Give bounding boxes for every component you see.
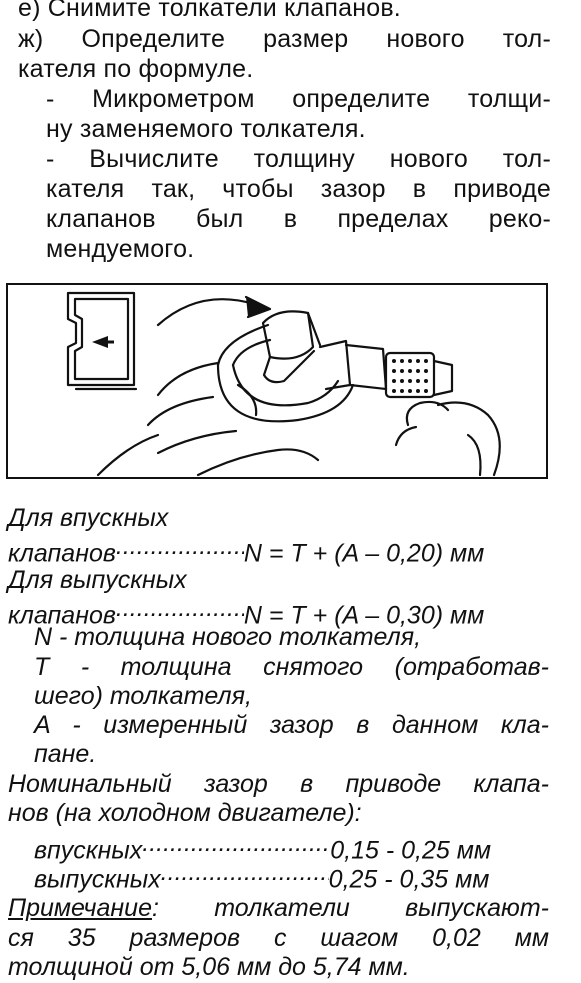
intake-formula-row: клапанов..............................N …	[8, 532, 549, 569]
step-e: е) Снимите толкатели клапанов.	[18, 0, 401, 22]
substep-2-line-2: кателя так, чтобы зазор в приводе	[46, 175, 551, 203]
thimble-knurl	[392, 359, 428, 393]
note-line-3: толщиной от 5,06 мм до 5,74 мм.	[8, 953, 410, 981]
step-zh-line-1: ж) Определите размер нового тол-	[18, 25, 551, 53]
intake-formula: N = T + (A – 0,20) мм	[243, 539, 485, 568]
exhaust-label-line-1: Для выпускных	[8, 566, 187, 594]
intake-label-line-1: Для впускных	[8, 504, 169, 532]
legend-a-line-2: пане.	[34, 740, 97, 768]
nominal-line-2: нов (на холодном двигателе):	[8, 799, 362, 827]
substep-1-line-2: ну заменяемого толкателя.	[46, 115, 366, 143]
step-zh-line-2: кателя по формуле.	[18, 55, 254, 83]
nominal-exhaust-value: 0,25 - 0,35 мм	[328, 865, 490, 894]
tappet-icon	[66, 291, 138, 391]
substep-2-line-4: мендуемого.	[46, 235, 195, 263]
dot-leader: ..............................	[115, 532, 244, 560]
nominal-intake-row: впускных................................…	[34, 829, 491, 866]
legend-a-line-1: A - измеренный зазор в данном кла-	[34, 711, 549, 739]
micrometer-drawing	[66, 291, 501, 477]
nominal-intake-value: 0,15 - 0,25 мм	[330, 836, 492, 865]
substep-2-line-3: клапанов был в пределах реко-	[46, 205, 551, 233]
substep-1-line-1: - Микрометром определите толщи-	[46, 85, 551, 113]
note-text-1: : толкатели выпускают-	[151, 894, 549, 922]
legend-t-line-1: T - толщина снятого (отработав-	[34, 653, 549, 681]
nominal-exhaust-label: выпускных	[34, 865, 161, 894]
legend-n: N - толщина нового толкателя,	[34, 623, 422, 651]
exhaust-label-line-2: клапанов	[8, 601, 116, 630]
intake-label-line-2: клапанов	[8, 539, 116, 568]
nominal-intake-label: впускных	[34, 836, 143, 865]
note-label: Примечание	[8, 894, 152, 922]
substep-2-line-1: - Вычислите толщину нового тол-	[46, 145, 551, 173]
dot-leader: ..............................	[115, 594, 244, 622]
exhaust-formula: N = T + (A – 0,30) мм	[243, 601, 485, 630]
nominal-exhaust-row: выпускных...............................…	[34, 858, 489, 895]
micrometer-illustration	[6, 283, 548, 479]
legend-t-line-2: шего) толкателя,	[34, 682, 252, 710]
note-line-2: ся 35 размеров с шагом 0,02 мм	[8, 924, 549, 952]
dot-leader: ........................................…	[142, 829, 330, 857]
exhaust-formula-row: клапанов..............................N …	[8, 594, 484, 631]
nominal-line-1: Номинальный зазор в приводе клапа-	[8, 770, 549, 798]
note-line-1: Примечание: толкатели выпускают-	[8, 894, 549, 924]
dot-leader: ........................................…	[160, 858, 329, 886]
